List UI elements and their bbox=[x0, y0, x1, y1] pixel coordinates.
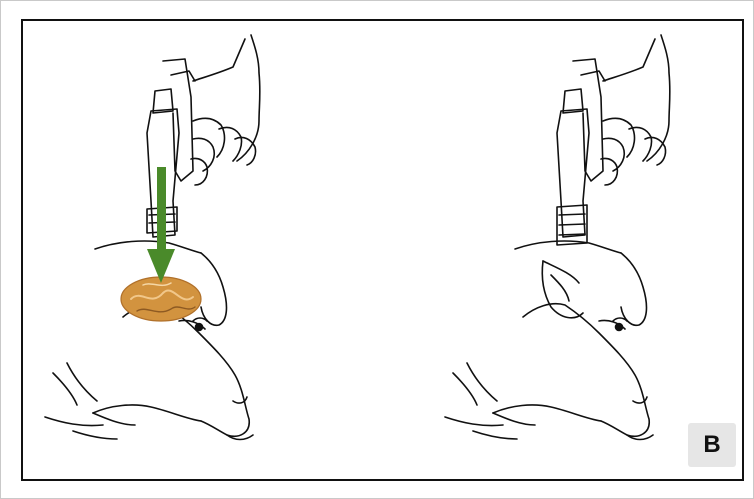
left-bolt-gun bbox=[147, 59, 195, 237]
right-illustration bbox=[445, 35, 670, 440]
figure-panel: B bbox=[21, 19, 744, 481]
illustration-canvas bbox=[23, 21, 742, 479]
right-sheep-head bbox=[445, 241, 653, 440]
wound-mark bbox=[121, 277, 201, 321]
left-illustration bbox=[45, 35, 260, 440]
left-hand bbox=[191, 35, 260, 185]
left-sheep-head bbox=[45, 241, 253, 440]
right-hand bbox=[601, 35, 670, 185]
panel-label-badge: B bbox=[688, 423, 736, 467]
panel-label: B bbox=[703, 431, 720, 459]
downward-arrow bbox=[147, 167, 175, 283]
right-bolt-gun bbox=[557, 59, 605, 245]
